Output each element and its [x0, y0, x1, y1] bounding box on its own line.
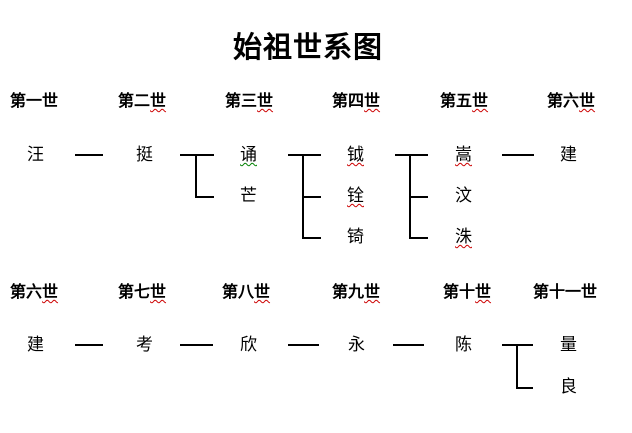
person-name-liang1: 量: [560, 335, 577, 354]
connector-line: [502, 154, 534, 156]
person-name-chen: 陈: [455, 335, 472, 354]
person-name-song2: 嵩: [455, 145, 472, 164]
person-name-mang: 芒: [240, 186, 257, 205]
generation-header-2: 第二世: [118, 93, 167, 110]
connector-line: [393, 344, 424, 346]
branch-bottom-line: [516, 387, 533, 389]
chart-title: 始祖世系图: [233, 32, 384, 64]
branch-bottom-line: [302, 237, 321, 239]
branch-bottom-line: [195, 196, 214, 198]
person-name-kao: 考: [136, 335, 153, 354]
generation-header-1: 第一世: [10, 93, 59, 110]
person-name-jian: 建: [560, 145, 577, 164]
branch-middle-line: [302, 196, 321, 198]
person-name-qi: 锜: [347, 227, 364, 246]
person-name-yue: 钺: [347, 145, 364, 164]
person-name-wen: 汶: [455, 186, 472, 205]
connector-line: [75, 344, 103, 346]
generation-header-10: 第十世: [443, 284, 492, 301]
branch-top-line: [288, 154, 321, 156]
connector-line: [288, 344, 319, 346]
generation-header-7: 第七世: [118, 284, 167, 301]
branch-top-line: [395, 154, 428, 156]
person-name-zhu: 洙: [455, 227, 472, 246]
generation-header-11: 第十一世: [533, 284, 598, 301]
person-name-yong: 永: [348, 335, 365, 354]
generation-header-6: 第六世: [547, 93, 596, 110]
person-name-ting: 挺: [136, 145, 153, 164]
generation-header-5: 第五世: [440, 93, 489, 110]
person-name-quan: 铨: [347, 186, 364, 205]
person-name-song: 诵: [240, 145, 257, 164]
connector-line: [75, 154, 103, 156]
person-name-liang2: 良: [560, 377, 577, 396]
branch-vertical-line: [516, 344, 518, 389]
person-name-jian2: 建: [27, 335, 44, 354]
generation-header-3: 第三世: [225, 93, 274, 110]
generation-header-6b: 第六世: [10, 284, 59, 301]
connector-line: [180, 344, 213, 346]
branch-top-line: [180, 154, 214, 156]
generation-header-9: 第九世: [332, 284, 381, 301]
generation-header-8: 第八世: [222, 284, 271, 301]
generation-header-4: 第四世: [332, 93, 381, 110]
person-name-xin: 欣: [240, 335, 257, 354]
person-name-wang: 汪: [27, 145, 44, 164]
branch-vertical-line: [195, 154, 197, 198]
branch-bottom-line: [409, 237, 428, 239]
branch-middle-line: [409, 196, 428, 198]
